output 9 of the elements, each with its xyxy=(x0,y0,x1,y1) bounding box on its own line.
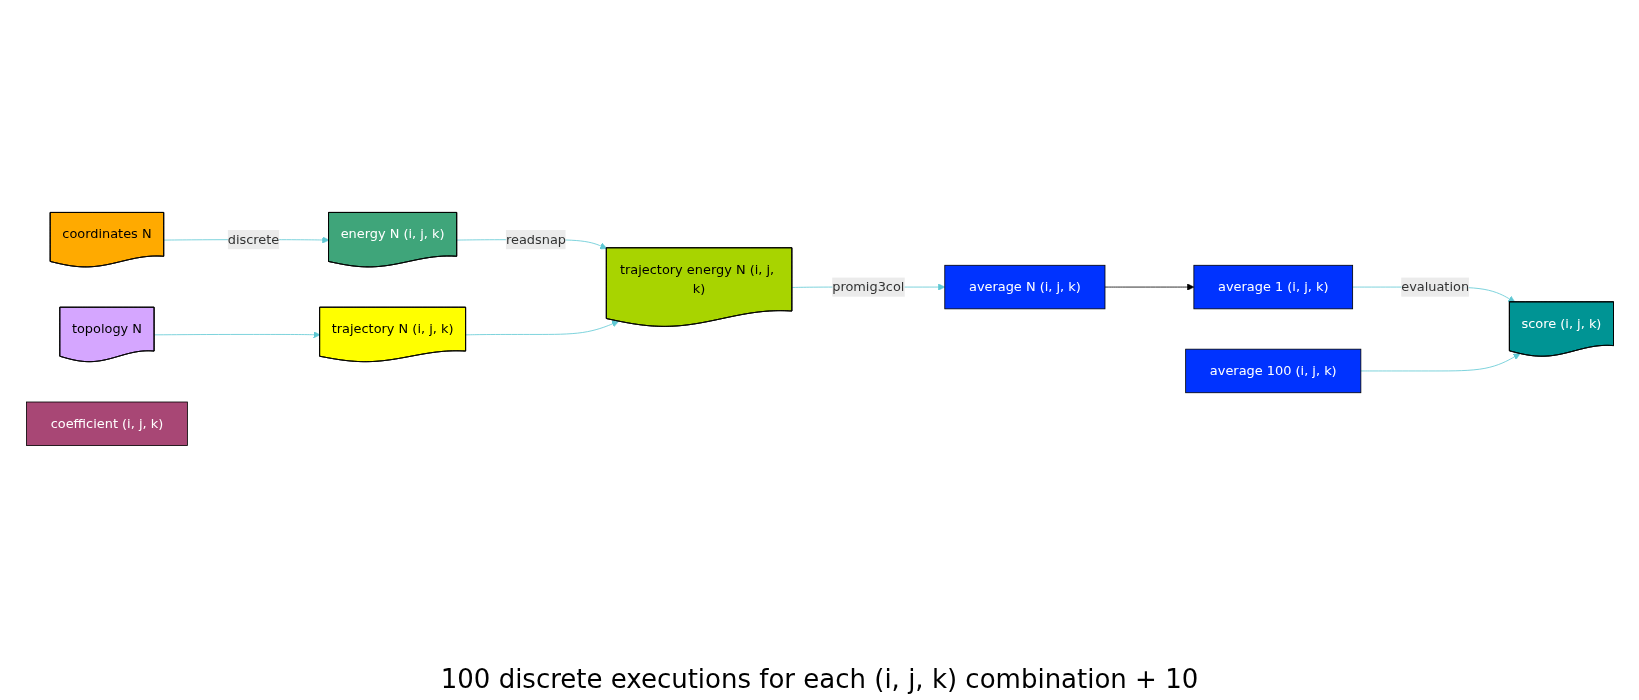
edge-label: readsnap xyxy=(505,231,566,247)
edge-label: evaluation xyxy=(1400,278,1469,295)
edge-label: discrete xyxy=(227,231,279,247)
node-box: coefficient (i, j, k) xyxy=(25,401,188,446)
edge-label: promig3col xyxy=(831,278,904,295)
node-box: average N (i, j, k) xyxy=(943,264,1105,310)
node-box: average 100 (i, j, k) xyxy=(1184,348,1361,394)
note-text: 100 discrete executions for each (i, j, k) combination + 10 xyxy=(440,664,1199,694)
node-box: average 1 (i, j, k) xyxy=(1192,264,1353,310)
